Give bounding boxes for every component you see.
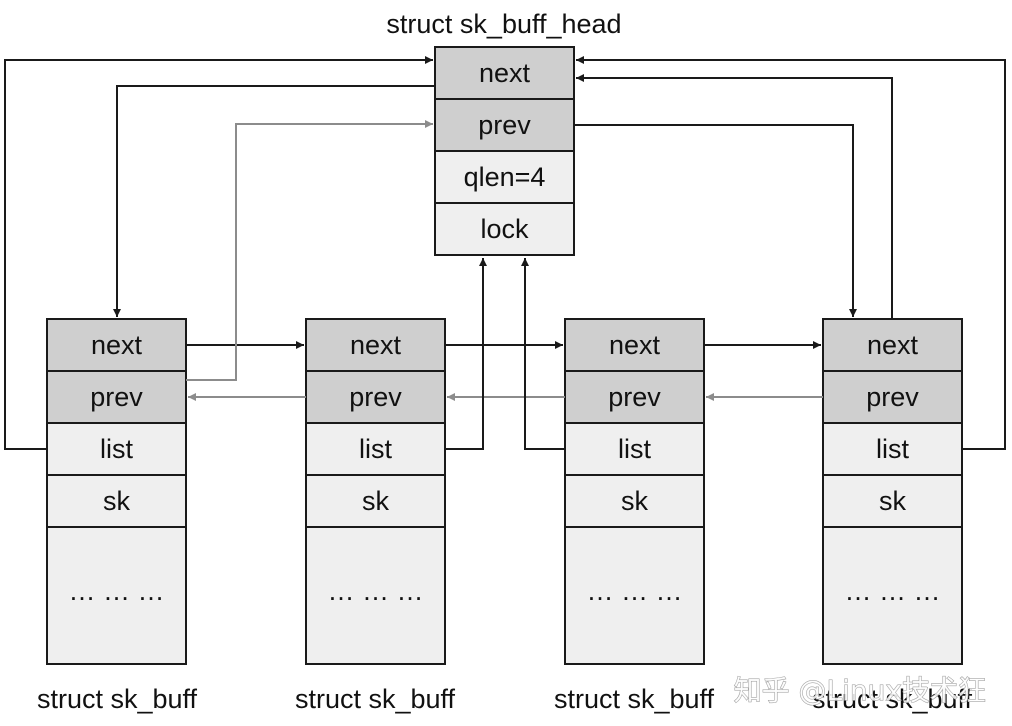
node-2-field-rest [305, 526, 446, 665]
head-field-qlen: qlen=4 [434, 150, 575, 204]
node-4-field-list [822, 422, 963, 476]
node-2-field-next [305, 318, 446, 372]
node-1-field-prev [46, 370, 187, 424]
node-1-field-rest [46, 526, 187, 665]
node-2-field-prev [305, 370, 446, 424]
node-4-field-next [822, 318, 963, 372]
node-1-list-label: list [100, 434, 133, 464]
sk-buff-node-4: next prev list sk … … … struct sk_buff [812, 318, 973, 714]
head-field-next-label: next [479, 58, 531, 88]
head-field-lock-label: lock [480, 214, 529, 244]
head-field-prev-label: prev [478, 110, 531, 140]
head-field-prev: prev [434, 98, 575, 152]
sk-buff-node-3: next prev list sk … … … struct sk_buff [554, 318, 715, 714]
node-3-list-label: list [618, 434, 651, 464]
node-4-field-rest [822, 526, 963, 665]
node-3-caption: struct sk_buff [554, 684, 715, 714]
sk-buff-node-2: next prev list sk … … … struct sk_buff [295, 318, 456, 714]
node-2-ellipsis-label: … … … [327, 576, 423, 606]
node-1-caption: struct sk_buff [37, 684, 198, 714]
node-1-list-to-head-arrow [4, 56, 433, 450]
node-2-field-list [305, 422, 446, 476]
node-1-prev-to-head-arrow [186, 120, 433, 381]
node-4-ellipsis-label: … … … [844, 576, 940, 606]
node-1-prev-label: prev [90, 382, 143, 412]
node-1-sk-label: sk [103, 486, 131, 516]
head-struct: next prev qlen=4 lock [434, 46, 575, 256]
node-2-caption: struct sk_buff [295, 684, 456, 714]
node-3-prev-label: prev [608, 382, 661, 412]
node-4-sk-label: sk [879, 486, 907, 516]
watermark-text: 知乎 @Linux技术狂 [734, 674, 986, 707]
node-3-sk-label: sk [621, 486, 649, 516]
head-field-qlen-label: qlen=4 [464, 162, 546, 192]
node-4-caption: struct sk_buff [812, 684, 973, 714]
node-4-list-label: list [876, 434, 909, 464]
node-4-field-prev [822, 370, 963, 424]
node-4-next-label: next [867, 330, 919, 360]
node-4-list-to-head-arrow [576, 56, 1006, 450]
sk-buff-node-1: next prev list sk … … … struct sk_buff [37, 318, 198, 714]
node-2-next-label: next [350, 330, 402, 360]
node-3-ellipsis-label: … … … [586, 576, 682, 606]
head-caption: struct sk_buff_head [386, 9, 621, 39]
node-2-list-label: list [359, 434, 392, 464]
node-2-list-to-head-arrow [445, 258, 487, 450]
node-4-prev-label: prev [866, 382, 919, 412]
head-next-to-node-1-arrow [113, 85, 435, 317]
node-3-list-to-head-arrow [521, 258, 565, 450]
node-1-next-label: next [91, 330, 143, 360]
head-field-lock: lock [434, 202, 575, 256]
node-3-next-label: next [609, 330, 661, 360]
node-1-field-sk [46, 474, 187, 528]
node-3-field-sk [564, 474, 705, 528]
node-2-sk-label: sk [362, 486, 390, 516]
node-2-prev-label: prev [349, 382, 402, 412]
node-1-ellipsis-label: … … … [68, 576, 164, 606]
head-field-next: next [434, 46, 575, 100]
node-4-field-sk [822, 474, 963, 528]
node-4-next-to-head-arrow [576, 74, 893, 319]
node-3-field-rest [564, 526, 705, 665]
head-prev-to-node-4-arrow [574, 124, 857, 317]
